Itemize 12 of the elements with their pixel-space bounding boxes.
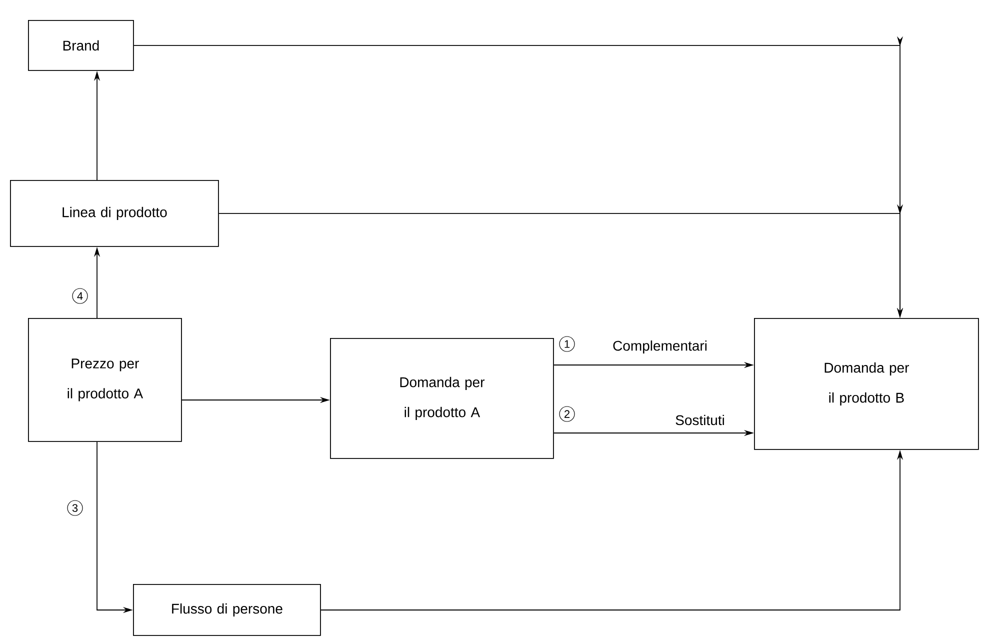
process-box: Flusso di persone [133,584,321,636]
process-box: Prezzo per il prodotto A [28,318,182,442]
callout-number: 4 [72,288,88,304]
edge-label: Complementari [612,339,708,355]
process-box: Linea di prodotto [10,180,219,247]
callout-number: 1 [559,336,575,352]
edge-label: Sostituti [674,414,726,426]
process-box: Domanda per il prodotto A [330,338,554,459]
callout-number: 2 [559,406,575,422]
callout-number: 3 [67,500,83,516]
process-box: Domanda per il prodotto B [754,318,979,450]
process-box: Brand [28,20,134,71]
